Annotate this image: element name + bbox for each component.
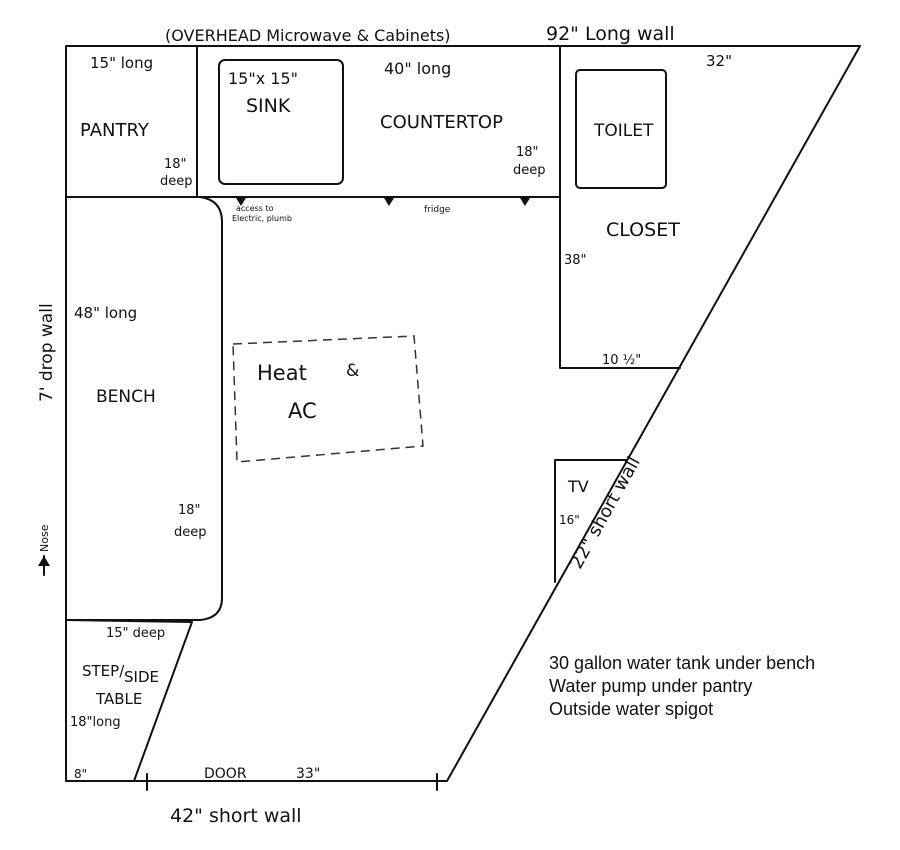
tv-label: TV <box>567 477 589 496</box>
step-label: STEP/ <box>82 662 125 680</box>
closet-wall <box>559 45 681 369</box>
step-table-edge <box>65 619 193 782</box>
note-water-tank: 30 gallon water tank under bench <box>549 653 816 673</box>
bottom-short-wall-label: 42" short wall <box>170 805 302 827</box>
access-label-line2: Electric, plumb <box>232 214 292 223</box>
nose-label: Nose <box>38 524 51 552</box>
outer-wall <box>65 45 861 782</box>
toilet-outline <box>575 69 667 189</box>
sink-label: SINK <box>246 95 291 117</box>
table-label: TABLE <box>95 690 142 708</box>
step-table-length: 18"long <box>70 715 121 730</box>
countertop-depth-unit: deep <box>513 163 546 178</box>
pantry-depth-unit: deep <box>160 174 193 189</box>
access-mark-3 <box>520 198 530 206</box>
notes-block: 30 gallon water tank under bench Water p… <box>549 652 815 721</box>
side-label: SIDE <box>124 668 159 686</box>
sink-outline <box>218 59 344 185</box>
countertop-depth-value: 18" <box>516 145 539 160</box>
tv-cabinet <box>554 459 628 583</box>
note-water-spigot: Outside water spigot <box>549 699 714 719</box>
door-width: 33" <box>296 766 320 782</box>
toilet-label: TOILET <box>593 121 654 141</box>
pantry-length: 15" long <box>90 54 153 72</box>
bench-depth-unit: deep <box>174 525 207 540</box>
long-wall-label: 92" Long wall <box>546 23 675 45</box>
bench-length: 48" long <box>74 304 137 322</box>
door-label: DOOR <box>204 766 247 782</box>
heat-label: Heat <box>257 361 307 385</box>
closet-width: 10 ½" <box>602 353 641 368</box>
closet-label: CLOSET <box>606 219 680 241</box>
step-table-bottom-dim: 8" <box>74 767 87 781</box>
top-right-dim: 32" <box>706 52 732 70</box>
countertop-label: COUNTERTOP <box>380 112 503 133</box>
access-label-line1: access to <box>236 204 274 213</box>
overhead-label: (OVERHEAD Microwave & Cabinets) <box>165 26 451 45</box>
pantry-depth-value: 18" <box>164 157 187 172</box>
drop-wall-label: 7' drop wall <box>37 303 57 402</box>
fridge-label: fridge <box>424 205 451 215</box>
step-table-depth: 15" deep <box>106 626 165 641</box>
countertop-length: 40" long <box>384 59 451 78</box>
pantry-label: PANTRY <box>80 120 150 141</box>
bench-depth-value: 18" <box>178 503 201 518</box>
heat-ac-box <box>232 335 424 463</box>
access-mark-2 <box>384 198 394 206</box>
bench-label: BENCH <box>96 387 156 407</box>
nose-arrowhead <box>38 556 50 566</box>
ac-label: AC <box>288 399 317 423</box>
bench-outline <box>65 196 223 621</box>
closet-depth: 38" <box>564 253 587 268</box>
tv-size: 16" <box>559 513 580 527</box>
access-mark-1 <box>236 198 246 206</box>
note-water-pump: Water pump under pantry <box>549 676 753 696</box>
heat-ac-amp: & <box>346 361 359 381</box>
sink-size: 15"x 15" <box>228 69 298 88</box>
